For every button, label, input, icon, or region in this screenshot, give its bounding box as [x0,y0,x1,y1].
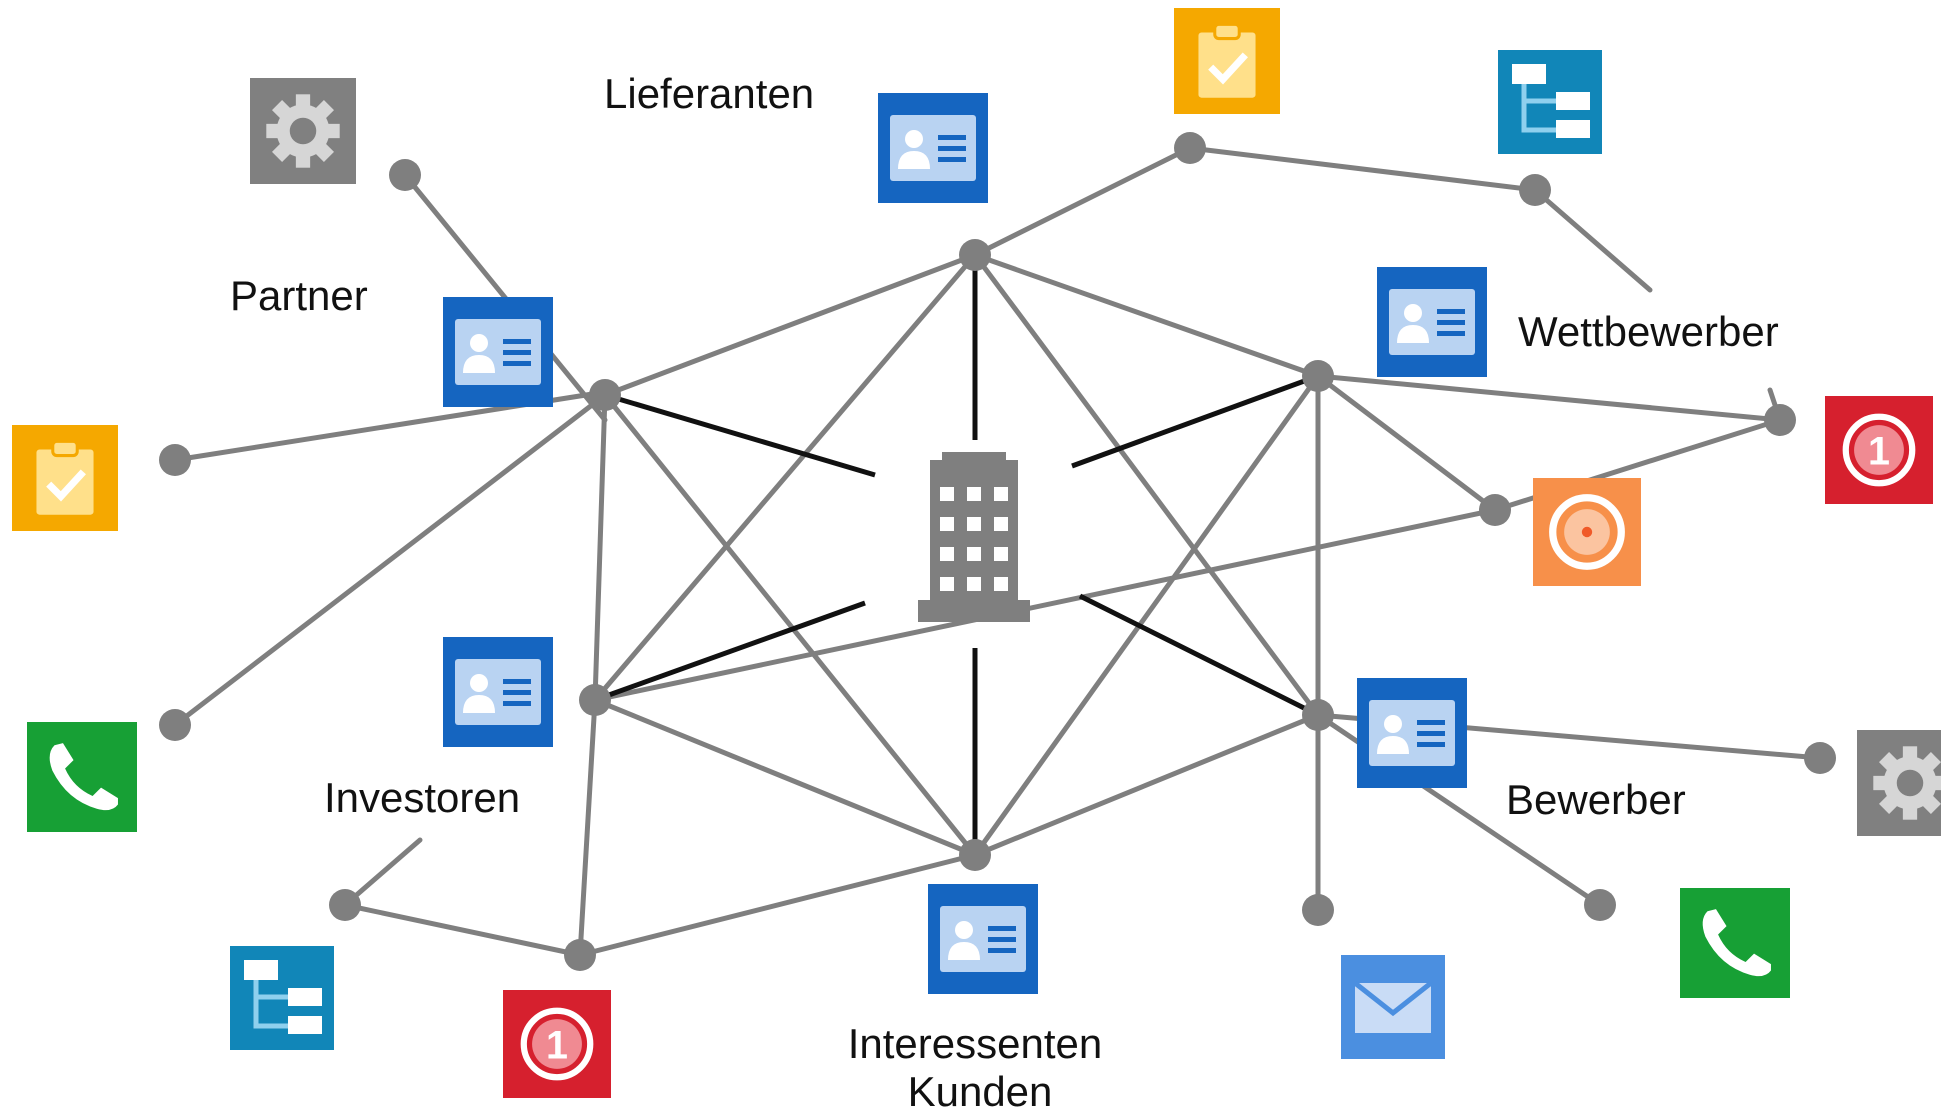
task-icon [12,425,118,531]
node [1302,894,1334,926]
edge [342,902,583,958]
task-icon [1174,8,1280,114]
node [1519,174,1551,206]
contact-card-icon [443,297,553,407]
node [1302,360,1334,392]
edge [1315,373,1498,513]
label-investoren: Investoren [324,774,520,821]
contact-card-icon [878,93,988,203]
edge [972,145,1193,258]
settings-icon [250,78,356,184]
edge [592,252,978,703]
alert-icon [1825,396,1933,504]
node [564,939,596,971]
node [1804,742,1836,774]
node [1764,404,1796,436]
hub-edge [604,392,876,478]
hub-edge [1071,373,1319,469]
edge [172,392,608,728]
node [159,709,191,741]
edge [972,373,1321,858]
edge [1187,145,1538,193]
hub-edges [594,255,1320,855]
edge [1315,373,1783,423]
label-interessenten: Interessenten [848,1020,1103,1067]
hub-edge [1078,593,1320,718]
contact-card-icon [443,637,553,747]
node [959,239,991,271]
label-bewerber: Bewerber [1506,776,1686,823]
node [329,889,361,921]
building-icon [918,452,1030,622]
contact-card-icon [1357,678,1467,788]
edge [577,697,598,958]
node [959,839,991,871]
node [1174,132,1206,164]
network-edges [172,145,1823,958]
label-kunden: Kunden [908,1068,1053,1115]
hub-edge [594,600,866,703]
hierarchy-icon [230,946,334,1050]
contact-card-icon [928,884,1038,994]
hierarchy-icon [1498,50,1602,154]
node [579,684,611,716]
node [1302,699,1334,731]
node [1584,889,1616,921]
alert-icon [503,990,611,1098]
target-icon [1533,478,1641,586]
edge [1532,187,1653,293]
edge [972,252,1321,379]
node [159,444,191,476]
label-wettbewerber: Wettbewerber [1518,308,1779,355]
edge [592,392,608,703]
edge [592,507,1498,703]
edge [972,712,1321,858]
network-nodes [159,132,1836,971]
settings-icon [1857,730,1941,836]
edge [592,697,978,858]
edge [577,852,978,958]
node [389,159,421,191]
contact-card-icon [1377,267,1487,377]
node [1479,494,1511,526]
edge [602,392,978,858]
edge [602,252,978,398]
label-lieferanten: Lieferanten [604,70,814,117]
phone-icon [27,722,137,832]
mail-icon [1341,955,1445,1059]
edge [342,837,423,908]
edge [972,252,1321,718]
label-partner: Partner [230,272,368,319]
node [589,379,621,411]
phone-icon [1680,888,1790,998]
